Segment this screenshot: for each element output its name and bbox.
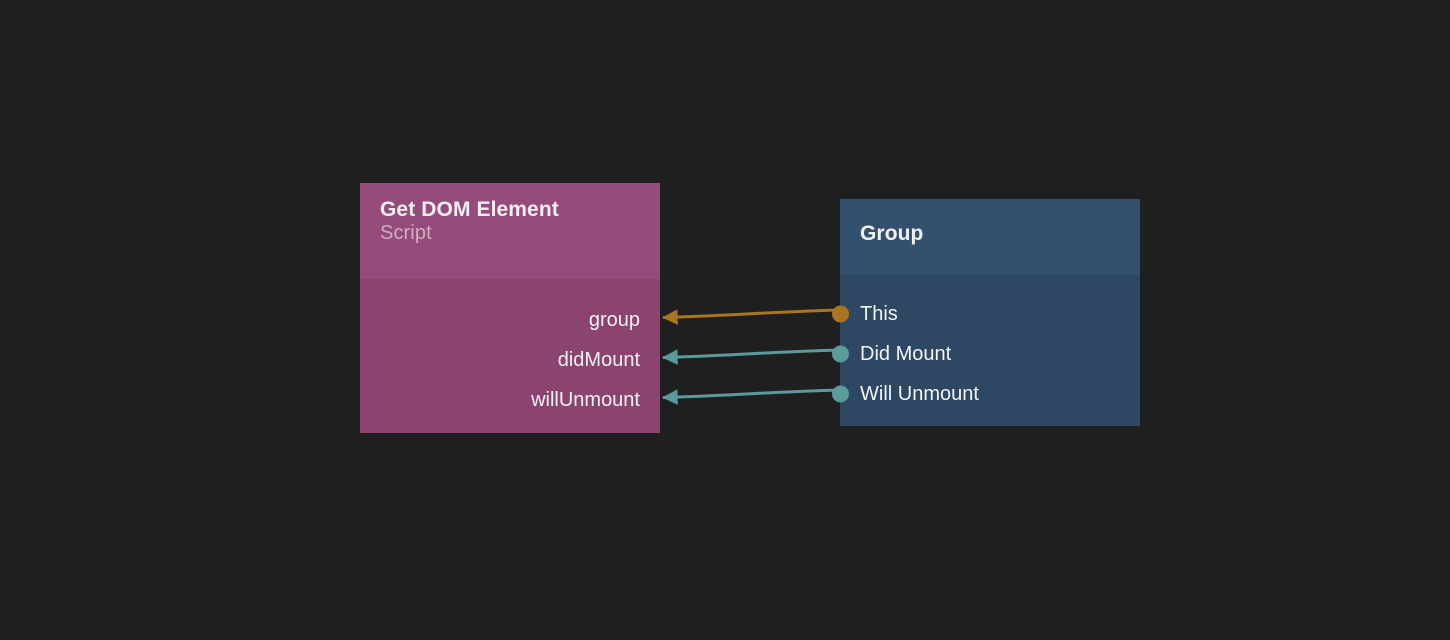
input-port-will-unmount[interactable]: Will Unmount <box>832 374 1140 414</box>
output-port-label: didMount <box>557 349 640 371</box>
input-port-did-mount[interactable]: Did Mount <box>832 334 1140 374</box>
node-group[interactable]: Group This Did Mount Will Unmount <box>832 199 1140 426</box>
connection-will-unmount[interactable] <box>662 388 842 405</box>
input-port-label: This <box>860 303 898 325</box>
connection-did-mount[interactable] <box>662 348 842 365</box>
node-title: Group <box>860 222 924 245</box>
connection-this-to-group[interactable] <box>662 308 842 325</box>
input-port-label: Did Mount <box>860 343 952 365</box>
node-header-group[interactable]: Group <box>840 199 1140 275</box>
output-port-label: group <box>588 309 640 331</box>
input-port-this[interactable]: This <box>832 294 1140 334</box>
output-port-group[interactable]: group <box>360 300 660 340</box>
output-port-label: willUnmount <box>531 389 640 411</box>
input-port-label: Will Unmount <box>860 383 979 405</box>
node-body-group: This Did Mount Will Unmount <box>832 275 1140 426</box>
node-title: Get DOM Element <box>380 198 559 221</box>
node-subtitle: Script <box>380 222 432 245</box>
port-dot-icon[interactable] <box>832 345 849 363</box>
node-get-dom-element[interactable]: Get DOM Element Script group didMount wi… <box>360 183 660 433</box>
output-port-willunmount[interactable]: willUnmount <box>360 380 660 420</box>
node-body-get-dom-element: group didMount willUnmount <box>360 279 660 433</box>
node-header-get-dom-element[interactable]: Get DOM Element Script <box>360 183 660 279</box>
port-dot-icon[interactable] <box>832 385 849 403</box>
output-port-didmount[interactable]: didMount <box>360 340 660 380</box>
port-dot-icon[interactable] <box>832 305 849 323</box>
